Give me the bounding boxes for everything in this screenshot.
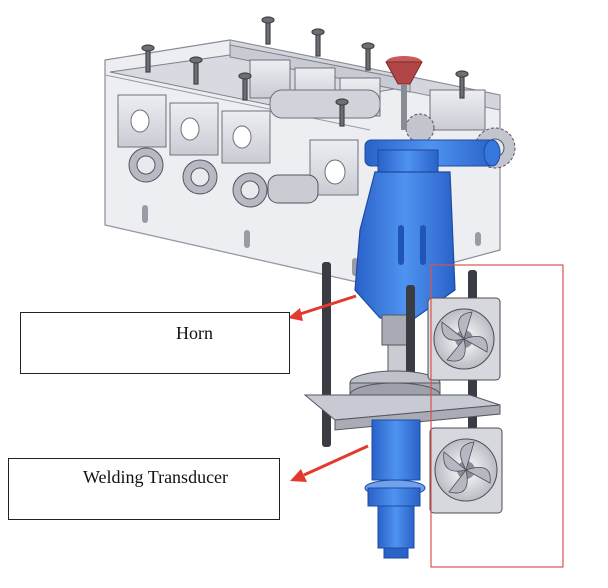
rollers — [128, 89, 381, 208]
knob-icon — [385, 56, 423, 130]
fan-icon — [427, 297, 503, 514]
horn-callout-box: Horn — [20, 312, 290, 374]
callout-arrows — [288, 294, 369, 482]
horn-label: Horn — [176, 323, 213, 343]
clamp-blocks — [117, 59, 486, 196]
transducer-callout-box: Welding Transducer — [8, 458, 280, 520]
transducer-label: Welding Transducer — [83, 467, 229, 487]
horn-body — [354, 171, 456, 376]
screw-icon — [141, 16, 469, 127]
transducer-body — [364, 419, 426, 559]
fan-highlight-box — [430, 264, 564, 568]
